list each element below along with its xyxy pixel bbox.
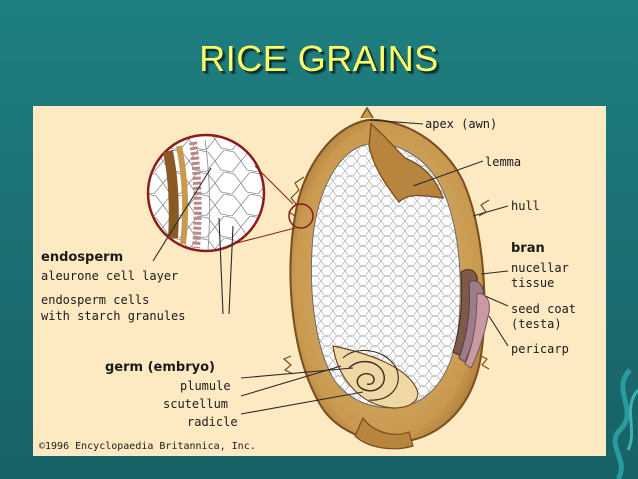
label-lemma: lemma — [485, 155, 521, 169]
label-radicle: radicle — [187, 415, 238, 429]
leader-lines — [152, 119, 509, 415]
label-apex: apex (awn) — [425, 117, 497, 131]
label-pericarp: pericarp — [511, 342, 569, 356]
label-nucellar-2: tissue — [511, 276, 554, 290]
label-germ: germ (embryo) — [105, 360, 215, 375]
magnified-inset — [146, 133, 314, 253]
copyright-text: ©1996 Encyclopaedia Britannica, Inc. — [39, 441, 256, 452]
slide-title: RICE GRAINS — [199, 38, 439, 79]
label-endo-cells-1: endosperm cells — [41, 293, 149, 307]
bran-layers — [452, 269, 490, 369]
label-endosperm: endosperm — [41, 250, 123, 265]
label-seed-coat-2: (testa) — [511, 317, 562, 331]
lemma-shape — [368, 122, 444, 203]
label-plumule: plumule — [180, 379, 231, 393]
hull-base — [354, 416, 414, 450]
label-endo-cells-2: with starch granules — [41, 309, 186, 323]
label-bran: bran — [511, 241, 545, 256]
label-aleurone: aleurone cell layer — [41, 269, 178, 283]
label-seed-coat-1: seed coat — [511, 302, 576, 316]
germ-shape — [332, 345, 419, 409]
label-nucellar-1: nucellar — [511, 261, 569, 275]
decorative-swirl — [612, 368, 638, 479]
diagram-panel: apex (awn) lemma hull bran nucellar tiss… — [33, 106, 606, 456]
rice-grain-diagram: apex (awn) lemma hull bran nucellar tiss… — [39, 106, 576, 452]
label-scutellum: scutellum — [163, 397, 228, 411]
label-hull: hull — [511, 199, 540, 213]
